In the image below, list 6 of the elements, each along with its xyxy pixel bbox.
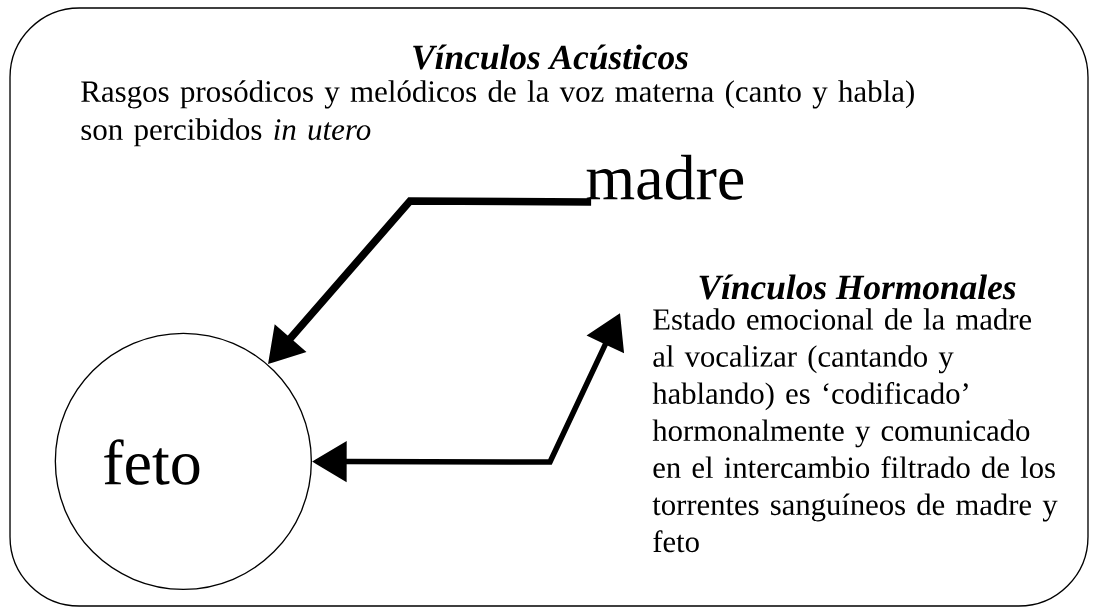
- heading: Vínculos Hormonales: [699, 274, 1016, 300]
- circle-node: feto: [54, 332, 312, 590]
- heading: Vínculos Acústicos: [413, 44, 688, 70]
- paragraph: Estado emocional de la madre al vocalizar (cantando y hablando) es ‘codificado’ hormonalmente y comunicado en el intercambio filtrado de los torrentes sanguíneos de madre y feto: [652, 308, 1058, 553]
- paragraph: Rasgos prosódicos y melódicos de la voz materna (canto y habla) son percibidos in utero: [81, 80, 914, 147]
- word-label: madre: [586, 154, 744, 200]
